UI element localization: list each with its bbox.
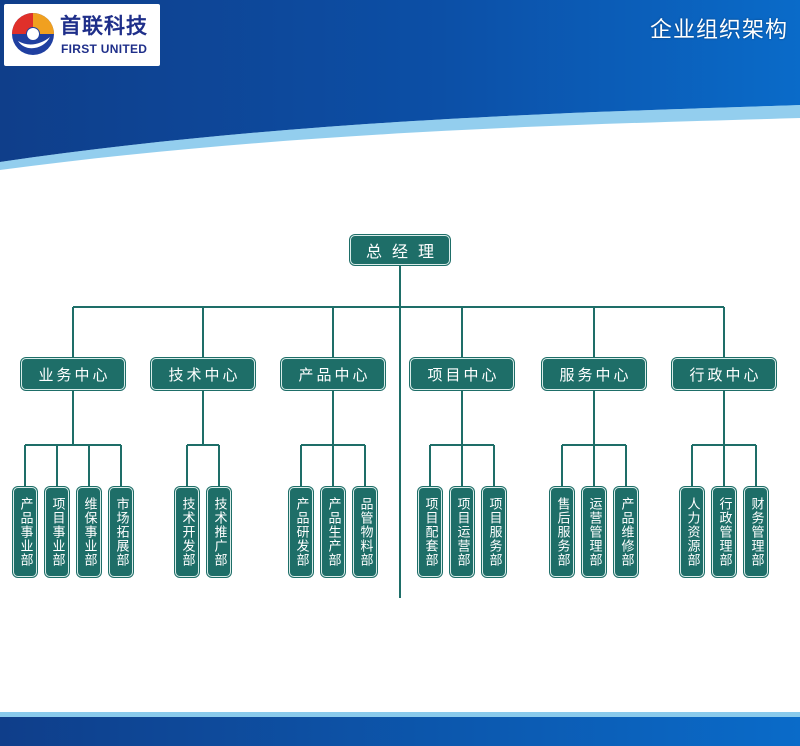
- dept-node-3-3: 品管物料部: [353, 487, 377, 577]
- center-node-3: 产品中心: [281, 358, 385, 390]
- dept-node-1-1: 产品事业部: [13, 487, 37, 577]
- dept-node-4-3: 项目服务部: [482, 487, 506, 577]
- dept-node-5-3: 产品维修部: [614, 487, 638, 577]
- dept-node-1-3: 维保事业部: [77, 487, 101, 577]
- footer-bar: [0, 712, 800, 746]
- dept-node-5-2: 运营管理部: [582, 487, 606, 577]
- page-title: 企业组织架构: [649, 18, 788, 43]
- dept-node-1-2: 项目事业部: [45, 487, 69, 577]
- dept-node-6-1: 人力资源部: [680, 487, 704, 577]
- center-node-2: 技术中心: [151, 358, 255, 390]
- dept-node-2-2: 技术推广部: [207, 487, 231, 577]
- logo-en-text: FIRST UNITED: [61, 42, 148, 56]
- dept-node-4-2: 项目运营部: [450, 487, 474, 577]
- dept-node-3-2: 产品生产部: [321, 487, 345, 577]
- center-node-5: 服务中心: [542, 358, 646, 390]
- dept-node-3-1: 产品研发部: [289, 487, 313, 577]
- dept-node-1-4: 市场拓展部: [109, 487, 133, 577]
- dept-node-5-1: 售后服务部: [550, 487, 574, 577]
- root-node-general-manager: 总经理: [350, 235, 450, 265]
- center-node-1: 业务中心: [21, 358, 125, 390]
- dept-node-6-3: 财务管理部: [744, 487, 768, 577]
- dept-node-4-1: 项目配套部: [418, 487, 442, 577]
- center-node-6: 行政中心: [672, 358, 776, 390]
- center-node-4: 项目中心: [410, 358, 514, 390]
- logo-cn-text: 首联科技: [60, 14, 148, 38]
- logo-globe-icon: [12, 13, 54, 55]
- dept-node-6-2: 行政管理部: [712, 487, 736, 577]
- dept-node-2-1: 技术开发部: [175, 487, 199, 577]
- header-banner: [0, 0, 800, 170]
- logo: 首联科技 FIRST UNITED: [4, 4, 160, 66]
